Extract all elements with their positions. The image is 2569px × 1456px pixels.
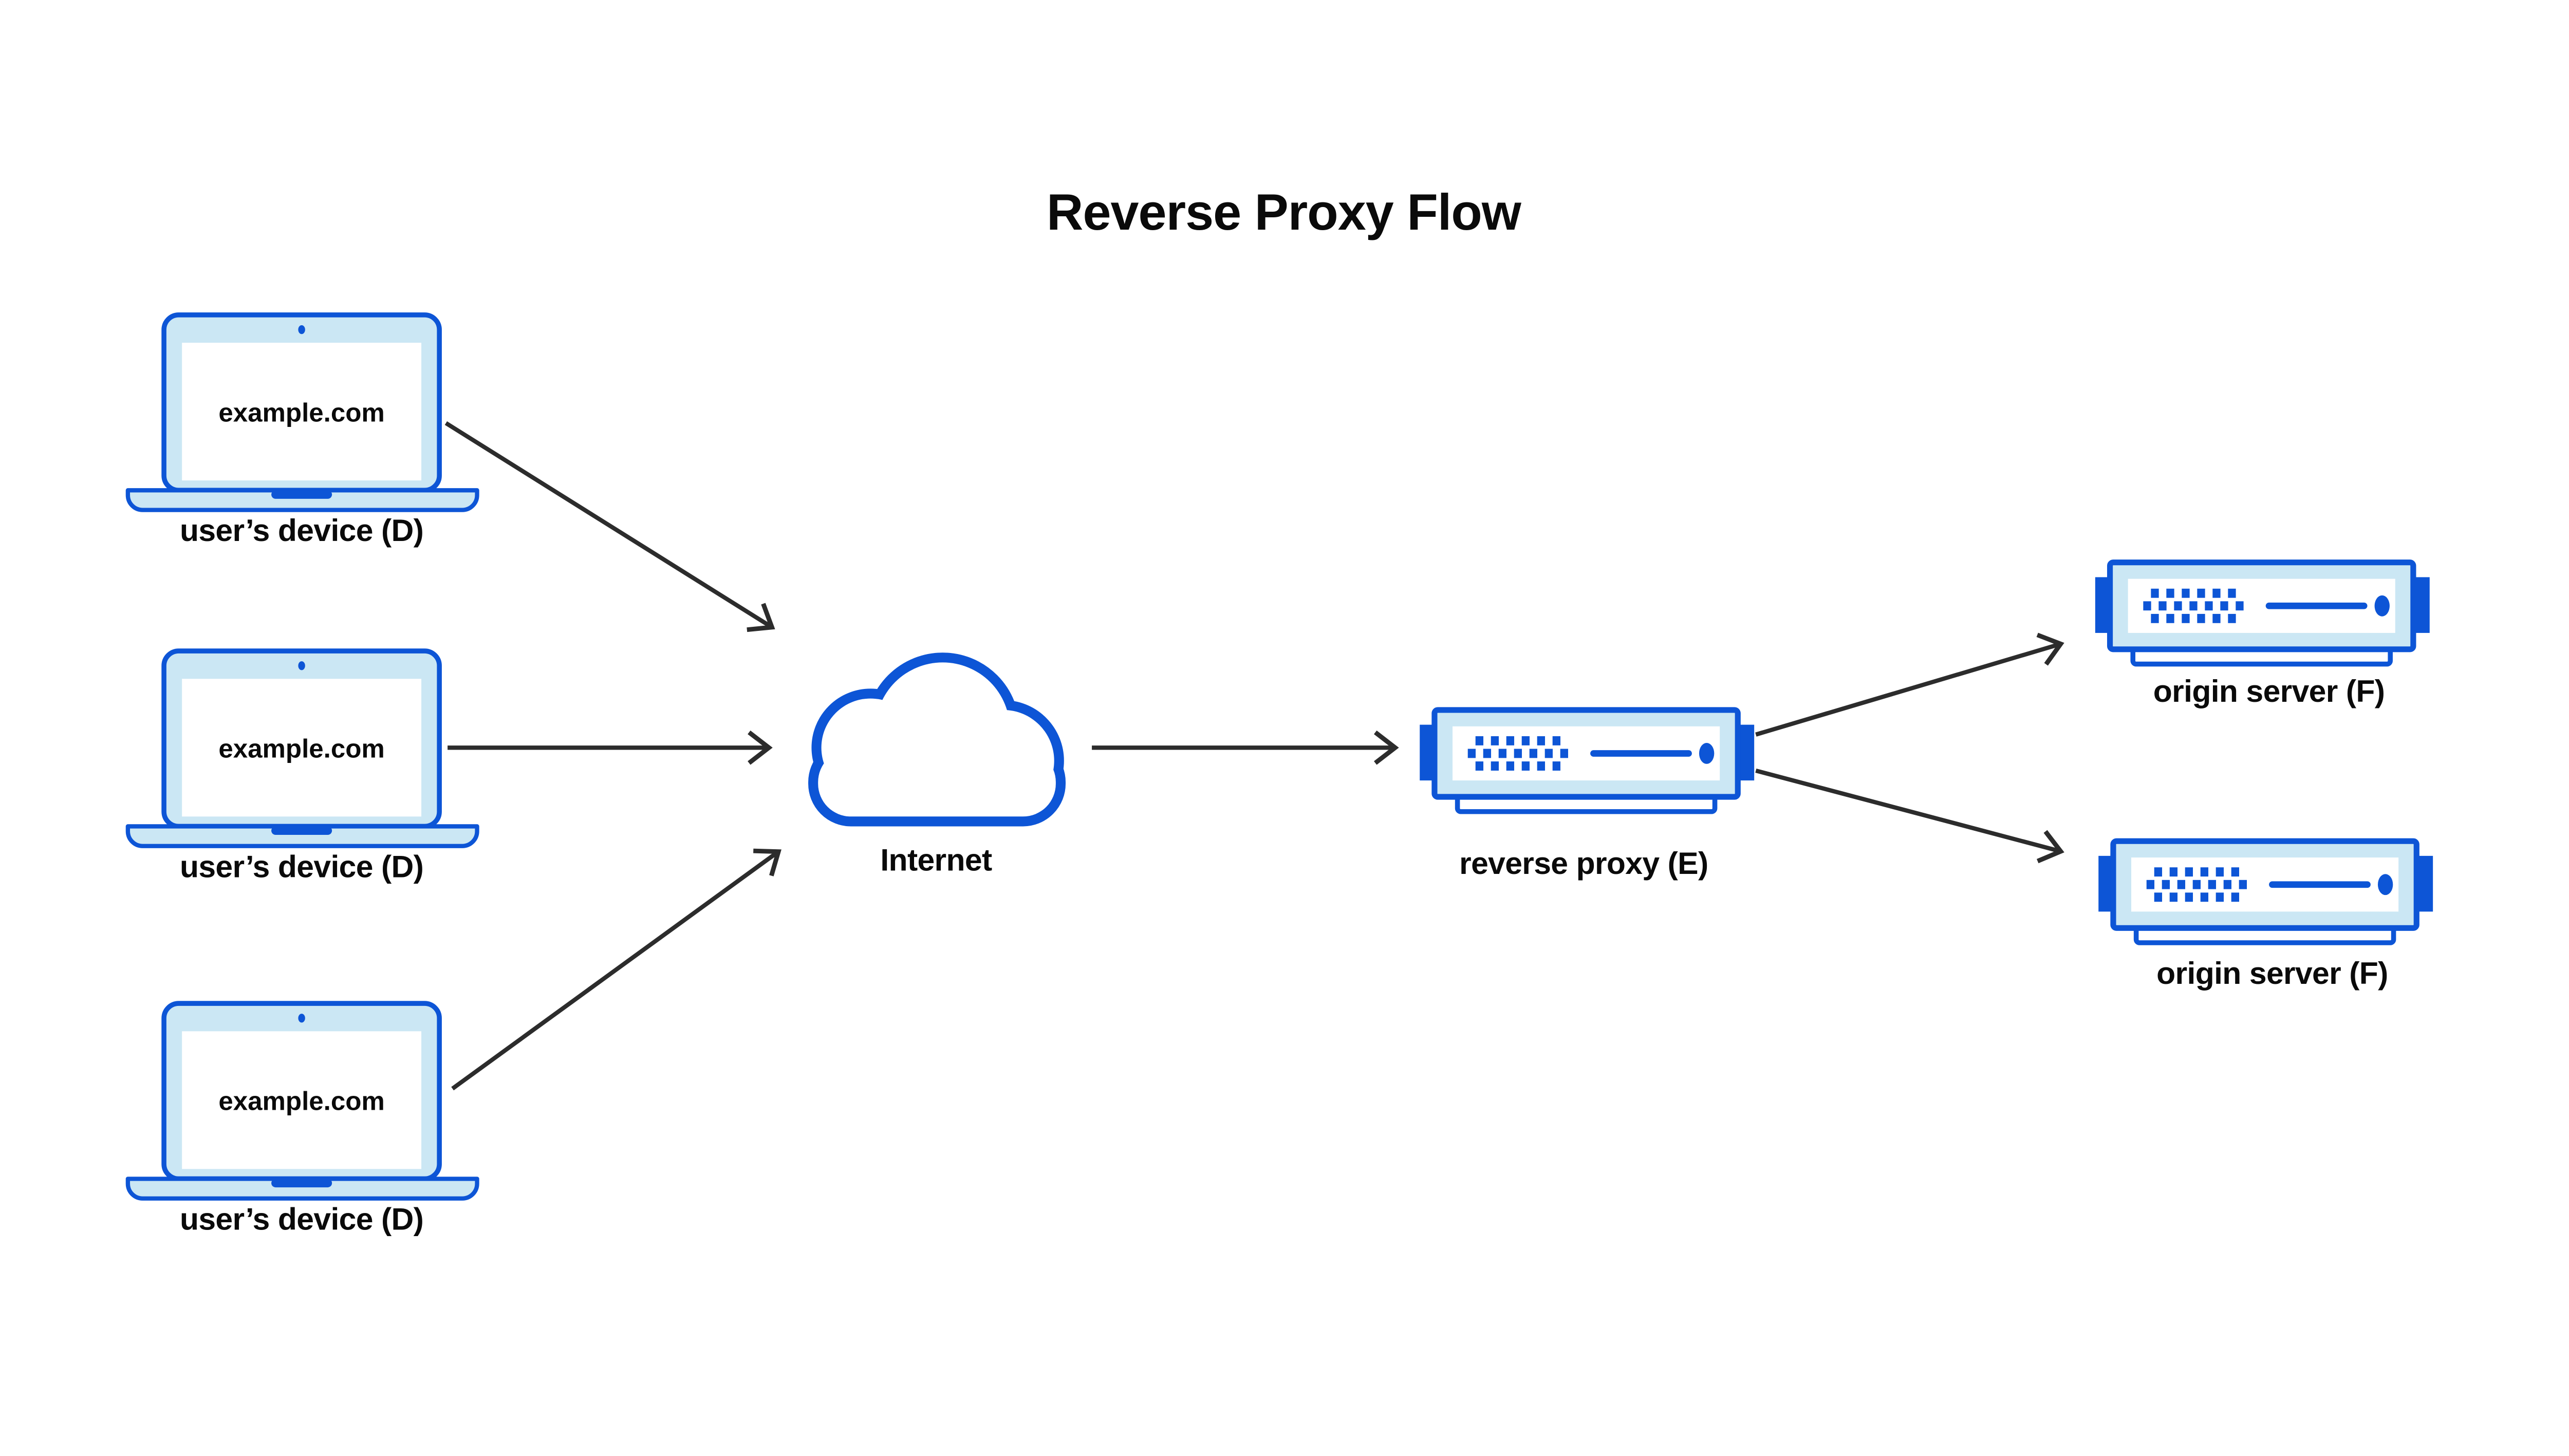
diagram-title: Reverse Proxy Flow bbox=[1047, 183, 1522, 240]
server-led-icon bbox=[2374, 595, 2390, 617]
server-led-icon bbox=[1699, 743, 1715, 764]
webcam-dot-icon bbox=[298, 325, 305, 334]
connection-arrows bbox=[444, 421, 2064, 1091]
server-vent-dots bbox=[2143, 588, 2244, 623]
origin-server-node-2: origin server (F) bbox=[2098, 838, 2433, 991]
internet-label: Internet bbox=[880, 843, 992, 878]
laptop-icon bbox=[125, 1001, 479, 1201]
server-icon bbox=[1420, 707, 1755, 814]
laptop-screen bbox=[182, 679, 422, 817]
device-label: user’s device (D) bbox=[180, 1201, 423, 1236]
webcam-dot-icon bbox=[298, 661, 305, 670]
origin-server-label: origin server (F) bbox=[2156, 956, 2388, 991]
server-icon bbox=[2095, 559, 2430, 667]
laptop-notch bbox=[271, 490, 332, 499]
laptop-base bbox=[125, 488, 479, 512]
laptop-icon bbox=[125, 648, 479, 848]
user-device-node-2: example.com user’s device (D) bbox=[125, 648, 479, 884]
arrow-device3-to-internet bbox=[451, 848, 781, 1091]
server-vent-dots bbox=[2146, 867, 2247, 902]
arrow-proxy-to-origin2 bbox=[1755, 768, 2064, 864]
device-label: user’s device (D) bbox=[180, 513, 423, 548]
laptop-screen bbox=[182, 343, 422, 481]
laptop-base bbox=[125, 1177, 479, 1201]
server-vent-dots bbox=[1467, 736, 1569, 771]
laptop-base bbox=[125, 824, 479, 848]
arrow-proxy-to-origin1 bbox=[1755, 632, 2064, 737]
webcam-dot-icon bbox=[298, 1014, 305, 1023]
device-screen-url: example.com bbox=[218, 398, 384, 427]
reverse-proxy-label: reverse proxy (E) bbox=[1459, 846, 1708, 881]
user-device-node-3: example.com user’s device (D) bbox=[125, 1001, 479, 1236]
device-screen-url: example.com bbox=[218, 1086, 384, 1115]
device-label: user’s device (D) bbox=[180, 849, 423, 884]
server-icon bbox=[2098, 838, 2433, 945]
server-led-icon bbox=[2377, 874, 2393, 895]
internet-node: Internet bbox=[808, 652, 1066, 878]
arrow-device1-to-internet bbox=[444, 421, 775, 632]
origin-server-label: origin server (F) bbox=[2153, 674, 2385, 708]
reverse-proxy-node: reverse proxy (E) bbox=[1420, 707, 1755, 881]
laptop-icon bbox=[125, 312, 479, 512]
origin-server-node-1: origin server (F) bbox=[2095, 559, 2430, 708]
laptop-notch bbox=[271, 826, 332, 835]
laptop-screen bbox=[182, 1031, 422, 1169]
user-device-node-1: example.com user’s device (D) bbox=[125, 312, 479, 548]
laptop-notch bbox=[271, 1179, 332, 1188]
device-screen-url: example.com bbox=[218, 734, 384, 763]
cloud-icon bbox=[808, 652, 1066, 827]
